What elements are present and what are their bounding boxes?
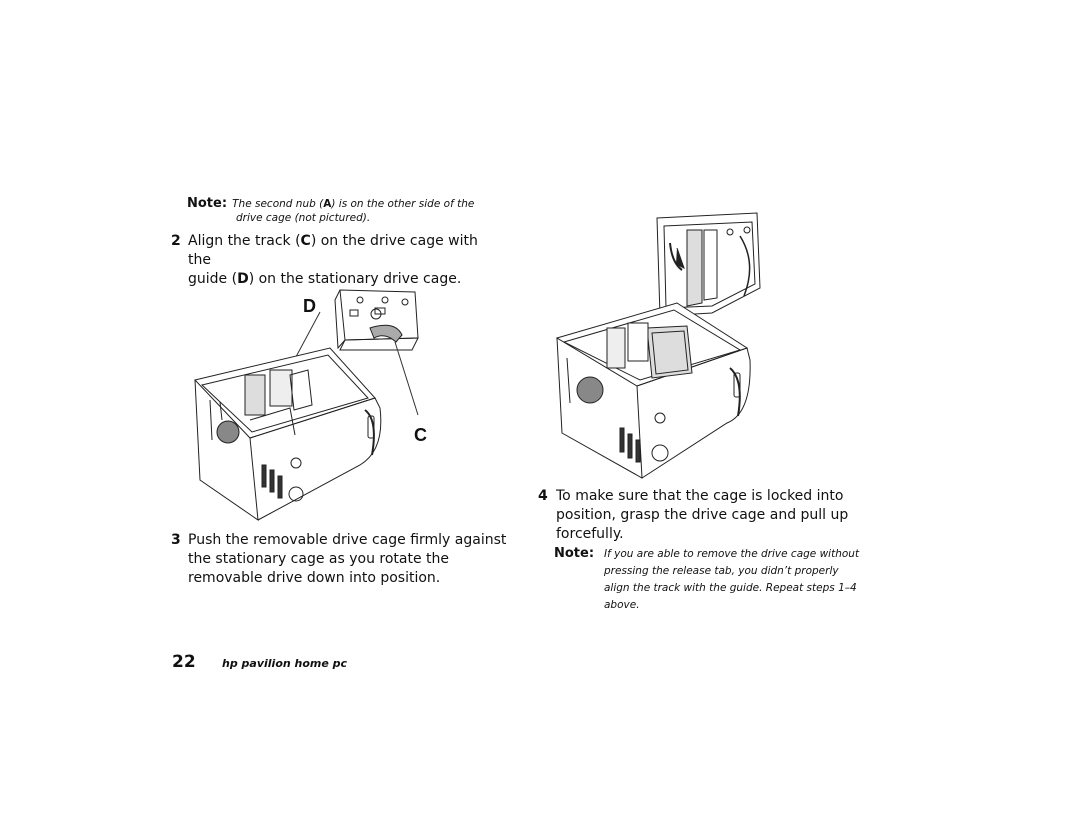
step-4-line: forcefully. bbox=[556, 526, 624, 542]
drive-cage-illustration-2 bbox=[552, 208, 772, 483]
step-4-text: To make sure that the cage is locked int… bbox=[556, 487, 876, 544]
note-2-line: If you are able to remove the drive cage… bbox=[604, 548, 860, 560]
note-2-line: pressing the release tab, you didn’t pro… bbox=[604, 565, 839, 577]
removable-drive-cage bbox=[335, 290, 418, 350]
step-2-text: Align the track (C) on the drive cage wi… bbox=[188, 232, 498, 289]
note-text-part: The second nub ( bbox=[232, 198, 324, 210]
note-2-label: Note: bbox=[554, 546, 595, 561]
step-2-number: 2 bbox=[171, 233, 181, 249]
figure-label-c: C bbox=[414, 425, 427, 445]
step-2-line: guide (D) on the stationary drive cage. bbox=[188, 270, 498, 289]
note-1: Note: The second nub (A) is on the other… bbox=[187, 192, 497, 213]
step-text-part: ) on the stationary drive cage. bbox=[248, 271, 462, 287]
step-text-part: guide ( bbox=[188, 271, 238, 287]
step-letter: D bbox=[237, 271, 249, 287]
note-2-line: above. bbox=[604, 599, 640, 611]
callout-line-c bbox=[395, 342, 418, 415]
magnified-inset bbox=[657, 213, 760, 316]
footer-title: hp pavilion home pc bbox=[222, 657, 348, 670]
note-text-part: ) is on the other side of the bbox=[331, 198, 475, 210]
step-3-text: Push the removable drive cage firmly aga… bbox=[188, 531, 508, 588]
step-4-number: 4 bbox=[538, 488, 548, 504]
note-2-line: align the track with the guide. Repeat s… bbox=[604, 582, 857, 594]
step-text-part: ) on the drive cage with the bbox=[188, 233, 478, 268]
step-2-line: Align the track (C) on the drive cage wi… bbox=[188, 232, 498, 270]
step-4-line: To make sure that the cage is locked int… bbox=[556, 488, 844, 504]
note-1-line2: drive cage (not pictured). bbox=[236, 212, 371, 224]
note-text: The second nub (A) is on the other side … bbox=[232, 198, 474, 210]
page-number: 22 bbox=[172, 652, 196, 672]
figure-label-d: D bbox=[303, 296, 316, 316]
step-letter: C bbox=[300, 233, 311, 249]
note-label: Note: bbox=[187, 196, 228, 211]
note-2-text: If you are able to remove the drive cage… bbox=[604, 546, 874, 614]
pc-chassis bbox=[195, 348, 381, 520]
pc-chassis-2 bbox=[557, 303, 750, 478]
step-3-line: Push the removable drive cage firmly aga… bbox=[188, 532, 507, 548]
step-3-line: removable drive down into position. bbox=[188, 570, 441, 586]
step-text-part: Align the track ( bbox=[188, 233, 301, 249]
step-3-line: the stationary cage as you rotate the bbox=[188, 551, 450, 567]
step-4-line: position, grasp the drive cage and pull … bbox=[556, 507, 849, 523]
step-3-number: 3 bbox=[171, 532, 181, 548]
note-letter: A bbox=[323, 198, 332, 210]
drive-cage-illustration-1 bbox=[190, 280, 430, 525]
